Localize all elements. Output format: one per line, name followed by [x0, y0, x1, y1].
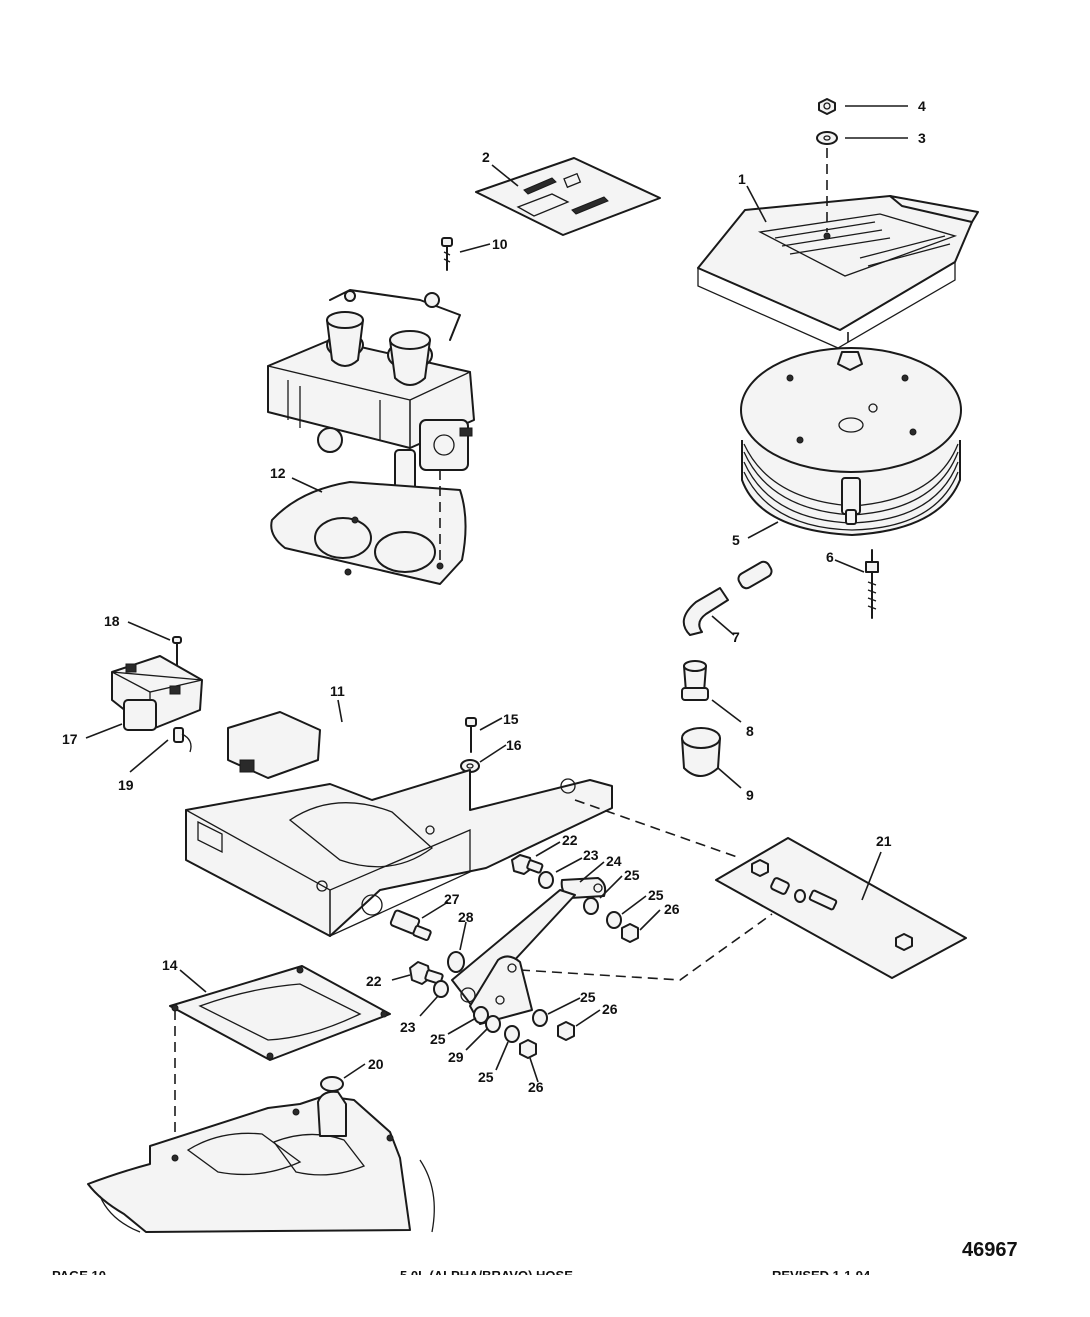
fitting-8 [681, 660, 709, 701]
washer-20 [320, 1076, 344, 1092]
callout-9: 9 [746, 787, 754, 803]
washer-25-lower [504, 1025, 520, 1043]
nut-4 [818, 98, 836, 115]
callout-14: 14 [162, 957, 178, 973]
screw-18 [172, 636, 182, 669]
bolt-15 [465, 717, 477, 753]
throttle-arm [451, 889, 576, 1007]
callout-28: 28 [458, 909, 474, 925]
footer-right: REVISED 1-1-94 [772, 1268, 871, 1283]
callout-21: 21 [876, 833, 892, 849]
callout-8: 8 [746, 723, 754, 739]
leader-lines [85, 105, 908, 1083]
washer-3 [816, 131, 838, 145]
bolt-10 [441, 237, 453, 271]
callout-6: 6 [826, 549, 834, 565]
callout-17: 17 [62, 731, 78, 747]
callout-11: 11 [330, 683, 345, 699]
footer-left: PAGE 10 [52, 1268, 106, 1283]
nut-26-upper [621, 923, 639, 943]
callout-26-b: 26 [528, 1079, 544, 1095]
washer-23-lower [433, 980, 449, 998]
callout-26-a: 26 [664, 901, 680, 917]
callout-2: 2 [482, 149, 490, 165]
callout-25-d: 25 [478, 1069, 494, 1085]
cap-9 [681, 727, 721, 777]
flame-arrestor [740, 347, 962, 536]
callout-19: 19 [118, 777, 134, 793]
vent-hose [682, 560, 773, 636]
washer-16 [460, 759, 480, 773]
callout-10: 10 [492, 236, 508, 252]
callout-25-c: 25 [430, 1031, 446, 1047]
washer-25-lower-left [473, 1006, 489, 1024]
stud-6 [865, 549, 879, 619]
callout-7: 7 [732, 629, 740, 645]
callout-23-lower: 23 [400, 1019, 416, 1035]
adapter-bracket [185, 711, 613, 938]
washer-29 [485, 1015, 501, 1033]
footer: PAGE 10 5.0L (ALPHA/BRAVO) HOSE REVISED … [52, 1268, 871, 1283]
callout-5: 5 [732, 532, 740, 548]
callout-12: 12 [270, 465, 286, 481]
dashed-leader [519, 913, 773, 981]
decal-sheet [475, 157, 661, 236]
callout-22-upper: 22 [562, 832, 578, 848]
intake-manifold [87, 1090, 435, 1233]
washer-25-upper [583, 897, 599, 915]
fitting-22-lower [409, 961, 444, 985]
callout-15: 15 [503, 711, 519, 727]
fitting-22-upper [511, 854, 544, 875]
callout-24: 24 [606, 853, 622, 869]
figure-number: 46967 [962, 1239, 1018, 1261]
footer-center: 5.0L (ALPHA/BRAVO) HOSE [400, 1268, 573, 1283]
callout-22-lower: 22 [366, 973, 382, 989]
callout-16: 16 [506, 737, 522, 753]
nut-26-lower [519, 1039, 537, 1059]
callout-26-c: 26 [602, 1001, 618, 1017]
base-gasket [169, 965, 391, 1061]
callout-20: 20 [368, 1056, 384, 1072]
washer-23-upper [538, 871, 554, 889]
callout-3: 3 [918, 130, 926, 146]
callout-23-upper: 23 [583, 847, 599, 863]
callout-29: 29 [448, 1049, 464, 1065]
washer-25-right [532, 1009, 548, 1027]
callout-25-e: 25 [580, 989, 596, 1005]
callout-18: 18 [104, 613, 120, 629]
throttle-body [267, 289, 475, 491]
carb-gasket [270, 470, 467, 585]
dashed-leader [574, 799, 741, 859]
link-24 [560, 877, 607, 899]
bushing-28 [447, 951, 465, 973]
nut-26-right [557, 1021, 575, 1041]
callout-27: 27 [444, 891, 460, 907]
callout-1: 1 [738, 171, 746, 187]
callout-25-a: 25 [624, 867, 640, 883]
map-sensor [111, 655, 203, 731]
fitting-27 [389, 909, 432, 942]
flame-arrestor-cover [697, 148, 979, 350]
callout-25-b: 25 [648, 887, 664, 903]
callout-4: 4 [918, 98, 926, 114]
hardware-card [715, 837, 967, 979]
grommet-19 [173, 727, 192, 753]
callout-labels: 4 3 1 2 10 12 5 6 7 8 9 18 11 17 19 15 1… [62, 98, 926, 1095]
washer-25-mid [606, 911, 622, 929]
